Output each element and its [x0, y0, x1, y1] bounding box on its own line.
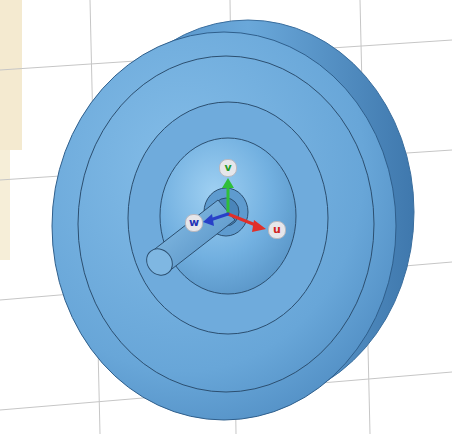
axis-label: v	[219, 159, 237, 177]
axis-label: w	[185, 214, 203, 232]
axis-label: u	[268, 221, 286, 239]
